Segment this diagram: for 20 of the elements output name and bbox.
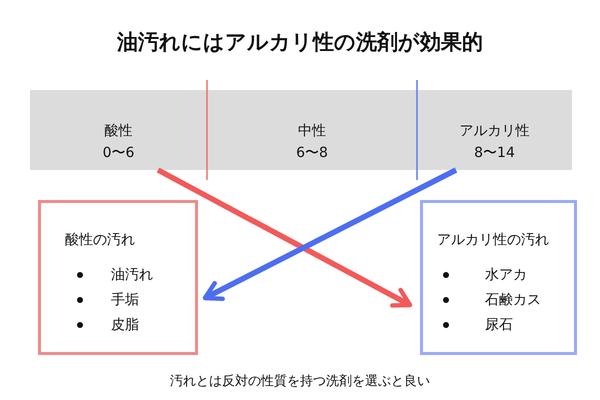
title: 油汚れにはアルカリ性の洗剤が効果的 [116,29,484,56]
caption: 汚れとは反対の性質を持つ洗剤を選ぶと良い [169,373,431,390]
list-item: 油汚れ [111,266,153,284]
section-label: 酸性 [104,122,134,140]
list-item: 手垢 [111,291,139,309]
list-item: 石鹸カス [485,291,541,309]
ph-range: 0〜6 [102,144,136,162]
ph-range: 6〜8 [295,144,329,162]
list-item: 尿石 [485,316,513,334]
list-item: 水アカ [485,266,527,284]
stain-box [38,200,198,355]
arrow [156,168,412,308]
ph-range: 8〜14 [473,144,516,162]
box-heading: 酸性の汚れ [65,231,135,249]
list-item: 皮脂 [111,316,139,334]
box-heading: アルカリ性の汚れ [437,231,549,249]
stain-box [420,200,577,355]
arrow [202,168,458,302]
section-label: 中性 [297,122,327,140]
section-label: アルカリ性 [458,122,530,140]
